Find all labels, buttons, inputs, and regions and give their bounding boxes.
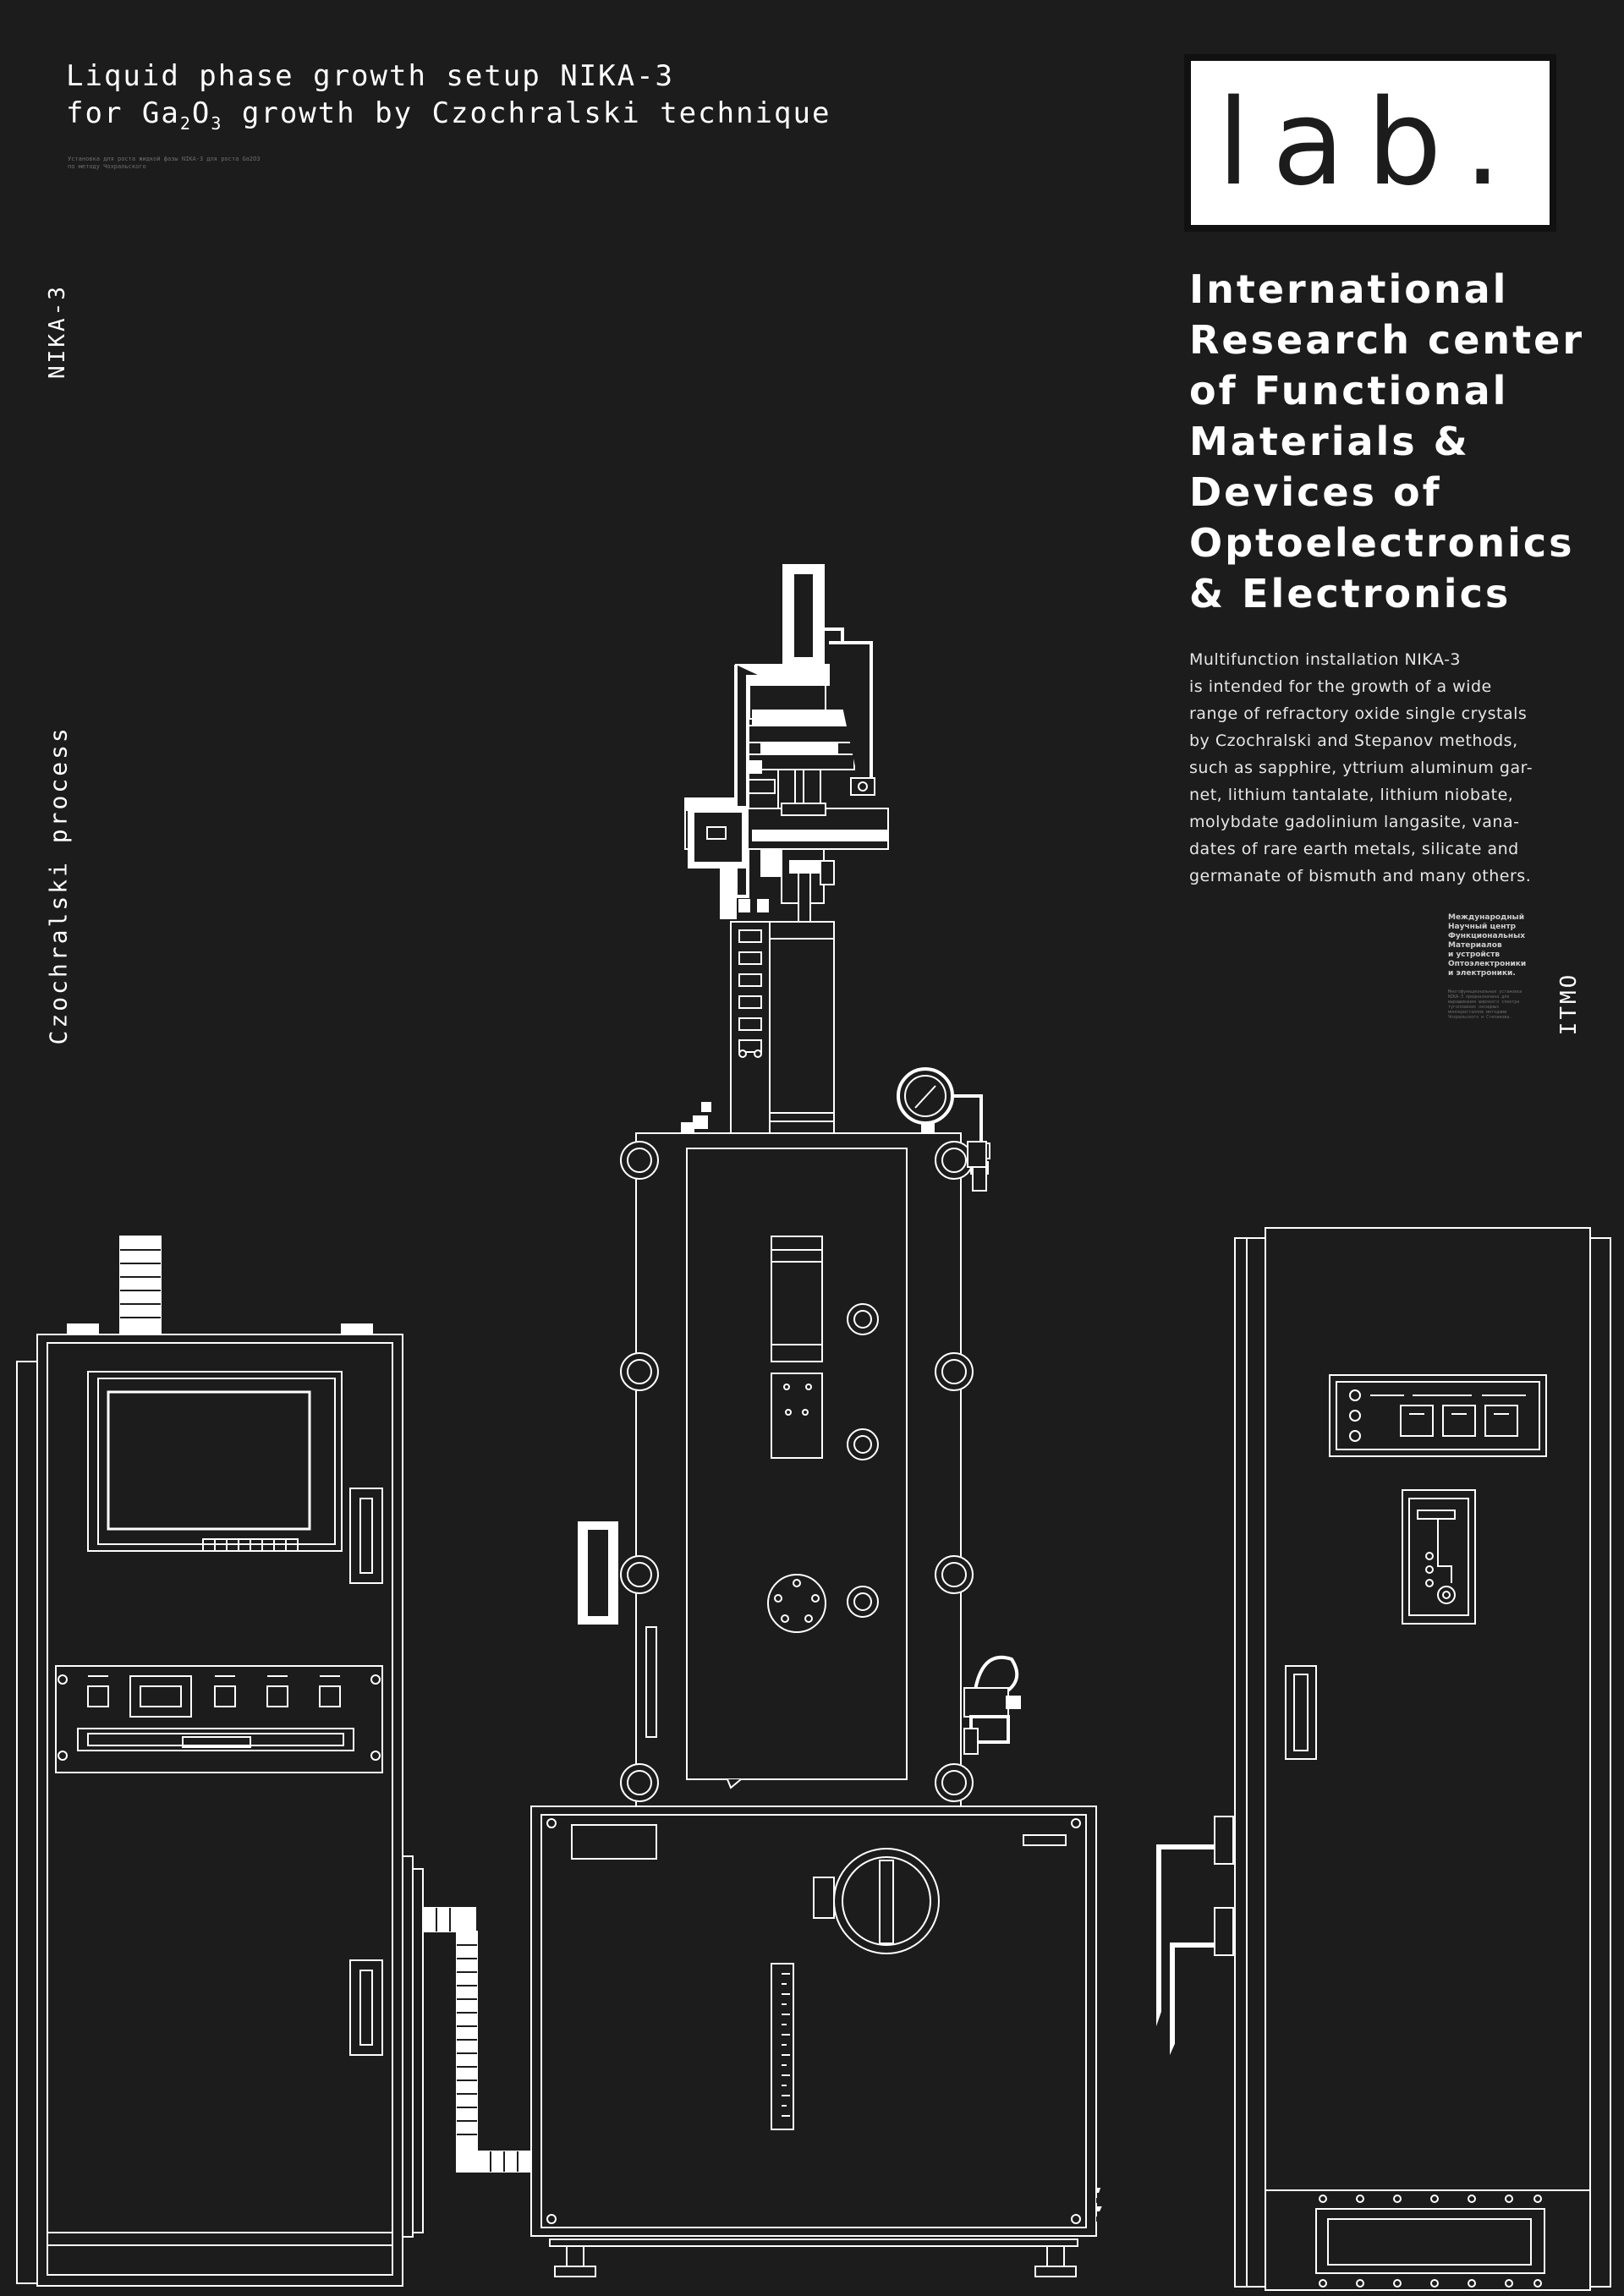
- right-pipes: [1096, 1817, 1233, 2219]
- description-russian: Многофункциональная установка NIKA-3 пре…: [1448, 989, 1522, 1020]
- base-cabinet: [531, 1806, 1096, 2277]
- growth-chamber: [579, 1133, 1020, 1806]
- page-title: Liquid phase growth setup NIKA-3 for Ga2…: [66, 58, 831, 142]
- title-line-1: Liquid phase growth setup NIKA-3: [66, 59, 675, 93]
- left-cable: [423, 1908, 529, 2172]
- pulling-mechanism: [682, 565, 888, 1133]
- left-control-cabinet: [17, 1236, 423, 2286]
- chamber-flange-bolts: [621, 1142, 973, 1801]
- title-line-2: for Ga2O3 growth by Czochralski techniqu…: [66, 96, 831, 134]
- right-power-cabinet: [1235, 1228, 1610, 2290]
- title-russian-caption: Установка для роста жидкой фазы NIKA-3 д…: [68, 156, 261, 170]
- control-panel: [56, 1666, 382, 1773]
- monitor-screen: [108, 1392, 310, 1529]
- organization-name: International Research center of Functio…: [1189, 266, 1585, 616]
- description-text: Multifunction installation NIKA-3 is int…: [1189, 650, 1533, 885]
- lab-logo: lab.: [1184, 54, 1556, 232]
- organization-name-russian: Международный Научный центр Функциональн…: [1448, 913, 1527, 978]
- monitor-frame: [88, 1372, 342, 1551]
- lab-logo-text: lab.: [1191, 61, 1550, 225]
